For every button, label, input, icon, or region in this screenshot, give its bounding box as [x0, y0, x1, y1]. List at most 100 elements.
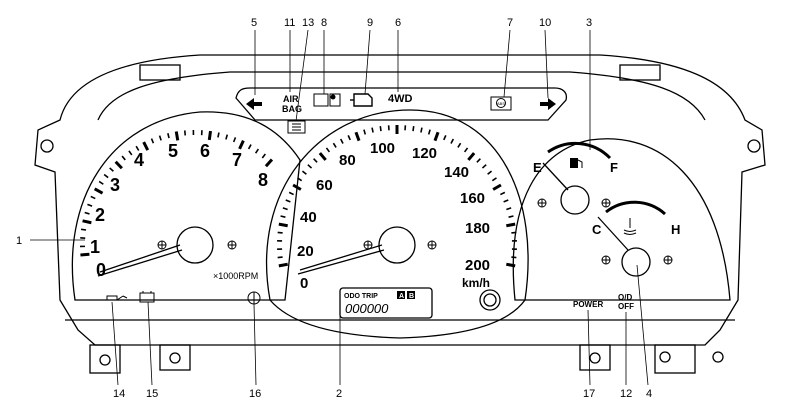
tacho-tick [254, 148, 260, 154]
tacho-tick [84, 211, 90, 215]
top-tab-left [139, 64, 181, 81]
right-arrow-icon [540, 98, 556, 110]
airbag-label-line2: BAG [282, 104, 302, 114]
bottom-tab-left [89, 344, 121, 374]
tacho-tick [90, 195, 96, 200]
callout-5: 5 [251, 17, 257, 29]
speedo-tick [313, 158, 318, 163]
speedo-tick [506, 207, 512, 211]
fuel-pump-icon [570, 158, 583, 168]
tacho-tick [93, 187, 104, 195]
callout-6: 6 [395, 17, 401, 29]
speedo-tick [508, 215, 514, 218]
tacho-tick [109, 167, 114, 172]
callout-7: 7 [507, 17, 513, 29]
bottom-hole-right2 [589, 352, 601, 364]
mount-hole-left [40, 139, 54, 153]
tacho-numeral-8: 8 [258, 170, 268, 190]
tacho-tick [232, 137, 237, 143]
speedo-tick [443, 135, 447, 141]
indicator-window [235, 87, 568, 121]
leader-lines [30, 29, 649, 386]
bottom-hole-right3 [712, 351, 724, 363]
tacho-tick [142, 141, 150, 151]
tacho-tick [225, 134, 229, 140]
callout-8: 8 [321, 17, 327, 29]
temp-hot-label: H [671, 222, 680, 237]
speedo-tick [500, 191, 506, 196]
oil-can-icon [103, 295, 128, 301]
odo-trip-label: ODO TRIP [344, 293, 378, 300]
fuel-full-label: F [610, 160, 618, 175]
thermometer-icon [623, 218, 637, 235]
speedo-tick [318, 152, 327, 161]
tacho-tick [103, 173, 109, 179]
speedo-tick [297, 177, 303, 182]
tachometer-needle [99, 244, 181, 273]
tacho-tick [114, 160, 123, 170]
tachometer-face [71, 111, 301, 301]
tacho-tick [135, 145, 140, 151]
speedo-tick [278, 262, 288, 268]
speedo-tick [463, 147, 469, 153]
tacho-tick [174, 131, 180, 141]
tacho-tick [80, 252, 90, 257]
bottom-hole-left2 [169, 352, 181, 364]
speedo-tick [481, 164, 487, 169]
left-arrow-icon [246, 98, 262, 110]
tacho-tick [128, 150, 133, 156]
bottom-tab-right2 [579, 344, 611, 371]
speedo-tick [277, 231, 283, 234]
speedo-tick [280, 215, 286, 218]
callout-14: 14 [113, 388, 125, 400]
odometer-digits: 000000 [345, 301, 389, 316]
speedo-tick [379, 126, 382, 132]
abs-lamp: ABS [490, 96, 512, 111]
speedo-tick [457, 142, 462, 148]
speedo-tick [450, 138, 455, 144]
reset-knob-icon[interactable] [479, 289, 501, 311]
callout-9: 9 [367, 17, 373, 29]
callout-11: 11 [284, 17, 295, 29]
tacho-tick [261, 153, 266, 159]
speedo-tick [278, 222, 288, 228]
speedo-tick [332, 142, 337, 148]
callout-3: 3 [586, 17, 592, 29]
speedo-numeral-140: 140 [444, 164, 469, 181]
speedo-tick [491, 177, 497, 182]
cluster-housing-outline [34, 54, 766, 346]
trip-a-label: A [399, 293, 404, 300]
airbag-label-line1: AIR [283, 94, 299, 104]
speedo-tick [292, 183, 302, 191]
headlight-icon [287, 120, 306, 134]
speedo-tick [307, 164, 313, 169]
battery-icon [139, 291, 155, 303]
temp-needle [597, 216, 629, 251]
speedometer-face [265, 109, 529, 339]
speedo-numeral-100: 100 [370, 140, 395, 157]
speedo-tick [339, 138, 344, 144]
tacho-tick [207, 130, 212, 141]
reset-button-tacho[interactable] [247, 291, 261, 305]
speedo-tick [347, 135, 351, 141]
fuel-arc [547, 141, 612, 160]
speedo-tick [301, 170, 307, 175]
tacho-numeral-2: 2 [95, 205, 105, 225]
callout-15: 15 [146, 388, 158, 400]
speedo-numeral-200: 200 [465, 257, 490, 274]
tacho-numeral-5: 5 [168, 141, 178, 161]
speedometer-hub [378, 226, 416, 264]
tacho-numeral-3: 3 [110, 175, 120, 195]
speedo-numeral-80: 80 [339, 152, 356, 169]
tacho-tick [264, 158, 274, 168]
speedo-tick [354, 131, 361, 142]
tacho-numeral-7: 7 [232, 150, 242, 170]
speedo-numeral-180: 180 [465, 220, 490, 237]
temp-hub [621, 247, 651, 277]
speedo-tick [511, 256, 517, 259]
speedo-numeral-120: 120 [412, 145, 437, 162]
top-bezel [97, 71, 706, 121]
tacho-tick [158, 135, 162, 141]
door-ajar-icon [313, 93, 341, 107]
